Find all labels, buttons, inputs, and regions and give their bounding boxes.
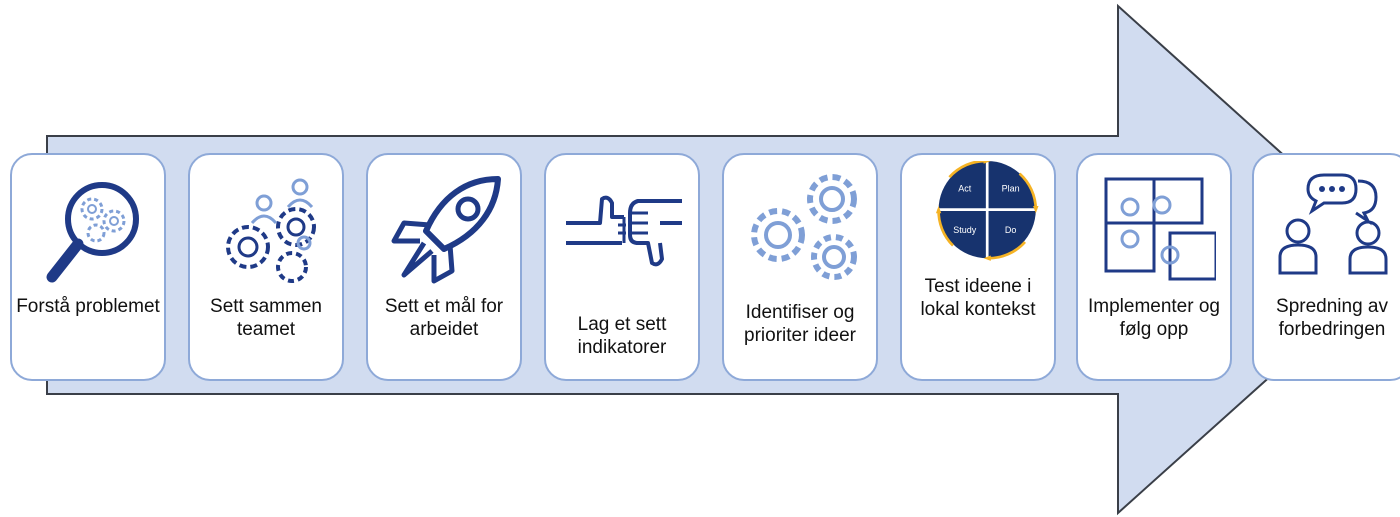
team-gears-icon <box>226 178 316 283</box>
step-label-indicators: Lag et sett indikatorer <box>577 314 667 358</box>
step-label-spread: Spredning av forbedringen <box>1276 296 1388 340</box>
step-card-goal: Sett et mål for arbeidet <box>366 153 522 381</box>
step-card-ideas: Identifiser og prioriter ideer <box>722 153 878 381</box>
step-label-implement: Implementer og følg opp <box>1087 296 1220 340</box>
step-card-spread: Spredning av forbedringen <box>1252 153 1400 381</box>
pdsa-act-label: Act <box>958 184 972 194</box>
step-label-understand: Forstå problemet <box>16 296 160 317</box>
step-label-goal: Sett et mål for arbeidet <box>384 296 504 340</box>
pdsa-cycle-icon: Act Plan Study Do <box>935 161 1039 261</box>
step-card-understand: Forstå problemet <box>10 153 166 381</box>
gears-icon <box>751 174 857 280</box>
people-chat-icon <box>1278 173 1388 275</box>
pdsa-study-label: Study <box>953 225 977 235</box>
step-card-implement: Implementer og følg opp <box>1076 153 1232 381</box>
thumbs-up-down-icon <box>566 195 682 267</box>
step-card-team: Sett sammen teamet <box>188 153 344 381</box>
pdsa-do-label: Do <box>1005 225 1017 235</box>
pdsa-plan-label: Plan <box>1002 184 1020 194</box>
step-label-team: Sett sammen teamet <box>210 296 322 340</box>
step-label-ideas: Identifiser og prioriter ideer <box>744 302 856 346</box>
puzzle-icon <box>1104 177 1216 281</box>
step-card-test: Act Plan Study Do Test ideene i lokal ko… <box>900 153 1056 381</box>
step-card-indicators: Lag et sett indikatorer <box>544 153 700 381</box>
magnifier-gears-icon <box>46 182 139 283</box>
rocket-icon <box>391 176 501 284</box>
step-label-test: Test ideene i lokal kontekst <box>920 276 1036 320</box>
